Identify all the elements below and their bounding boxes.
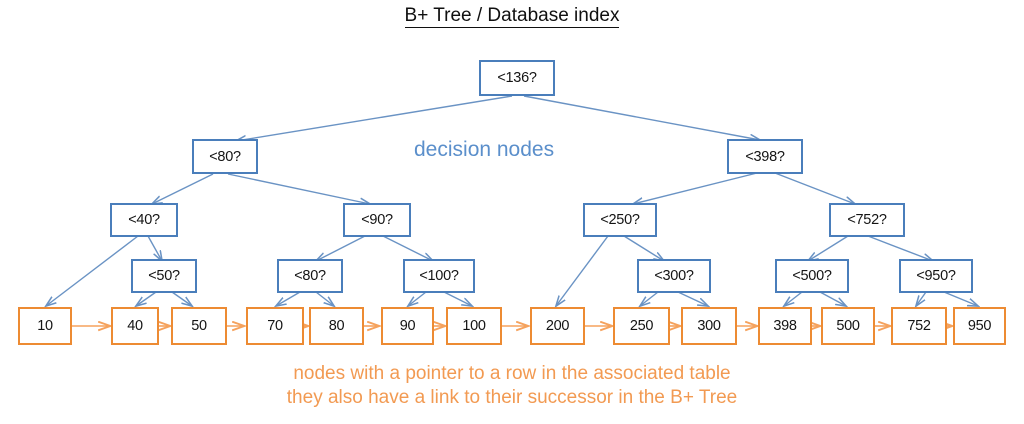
leaf-node[interactable]: 80	[309, 307, 364, 345]
leaf-node-label: 200	[545, 318, 570, 334]
leaf-node[interactable]: 70	[246, 307, 304, 345]
leaf-node-label: 70	[267, 318, 283, 334]
decision-node-label: <500?	[792, 268, 832, 284]
caption-line-2: they also have a link to their successor…	[286, 387, 738, 408]
leaf-nodes-caption: nodes with a pointer to a row in the ass…	[0, 362, 1024, 410]
decision-node-100[interactable]: <100?	[403, 259, 475, 293]
leaf-node[interactable]: 100	[446, 307, 502, 345]
decision-node-label: <80?	[294, 268, 326, 284]
decision-node-label: <136?	[497, 70, 537, 86]
leaf-node-label: 90	[399, 318, 416, 334]
leaf-node-label: 398	[773, 318, 797, 334]
leaf-node[interactable]: 90	[381, 307, 434, 345]
leaf-node-label: 50	[191, 318, 207, 334]
decision-node-label: <80?	[209, 148, 241, 165]
leaf-node-label: 950	[967, 318, 992, 334]
decision-node-300[interactable]: <300?	[637, 259, 711, 293]
page-title: B+ Tree / Database index	[0, 5, 1024, 28]
leaf-node[interactable]: 200	[530, 307, 585, 345]
decision-node-950[interactable]: <950?	[899, 259, 973, 293]
decision-node-label: <950?	[916, 268, 956, 284]
leaf-node-label: 100	[462, 318, 486, 334]
leaf-node[interactable]: 500	[821, 307, 875, 345]
decision-node-80-right[interactable]: <80?	[277, 259, 343, 293]
leaf-node[interactable]: 300	[681, 307, 737, 345]
leaf-node-label: 80	[328, 318, 345, 334]
leaf-node[interactable]: 398	[758, 307, 812, 345]
decision-node-root[interactable]: <136?	[479, 60, 555, 96]
decision-node-500[interactable]: <500?	[775, 259, 849, 293]
decision-node-label: <300?	[654, 268, 694, 284]
decision-node-90[interactable]: <90?	[343, 203, 411, 237]
decision-nodes-annotation: decision nodes	[414, 138, 555, 161]
leaf-node[interactable]: 752	[891, 307, 947, 345]
decision-node-label: <40?	[128, 212, 160, 228]
leaf-node[interactable]: 250	[613, 307, 670, 345]
decision-node-398[interactable]: <398?	[727, 139, 803, 174]
leaf-node[interactable]: 10	[18, 307, 72, 345]
leaf-node[interactable]: 50	[171, 307, 227, 345]
decision-node-250[interactable]: <250?	[583, 203, 657, 237]
page-title-text: B+ Tree / Database index	[404, 5, 620, 28]
decision-node-80-left[interactable]: <80?	[192, 139, 258, 174]
decision-node-label: <250?	[600, 212, 640, 228]
leaf-node[interactable]: 950	[953, 307, 1006, 345]
leaf-node-label: 500	[836, 318, 860, 334]
leaf-node[interactable]: 40	[111, 307, 159, 345]
decision-edges	[46, 95, 978, 306]
decision-node-40[interactable]: <40?	[110, 203, 178, 237]
leaf-node-label: 752	[907, 318, 931, 334]
decision-node-752[interactable]: <752?	[829, 203, 905, 237]
caption-line-1: nodes with a pointer to a row in the ass…	[293, 363, 731, 384]
leaf-node-label: 300	[697, 318, 721, 334]
decision-node-50[interactable]: <50?	[131, 259, 197, 293]
decision-node-label: <398?	[745, 148, 785, 165]
decision-node-label: <90?	[361, 212, 393, 228]
decision-node-label: <752?	[847, 212, 887, 228]
leaf-node-label: 10	[37, 318, 53, 334]
leaf-node-label: 250	[629, 318, 654, 334]
decision-node-label: <100?	[419, 268, 459, 284]
leaf-node-label: 40	[127, 318, 143, 334]
decision-node-label: <50?	[148, 268, 180, 284]
